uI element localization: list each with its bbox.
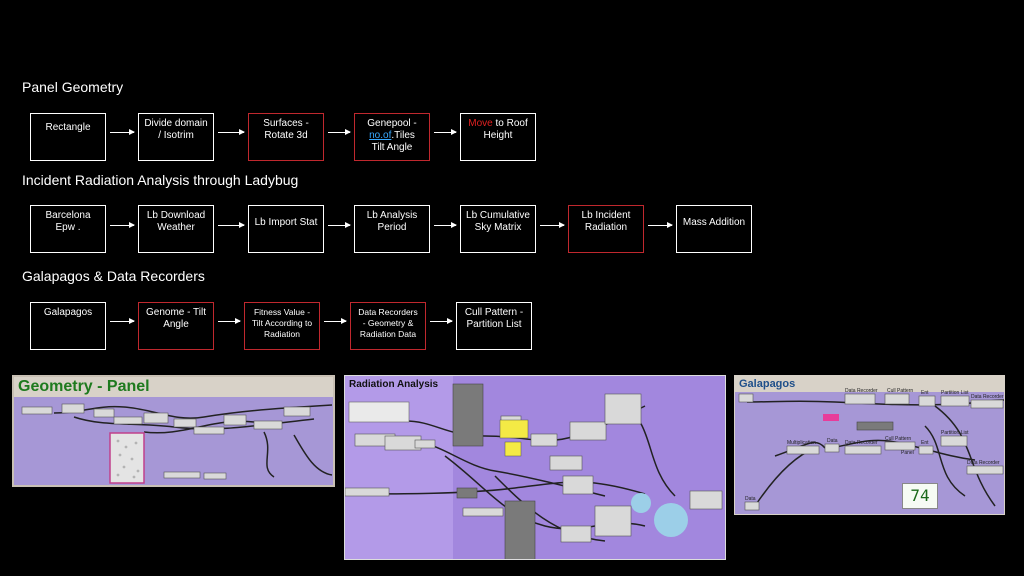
box-surfaces-rotate: Surfaces - Rotate 3d (248, 113, 324, 161)
box-label: Rotate 3d (264, 130, 308, 141)
node-label: Cull Pattern (887, 388, 913, 394)
node-label: Data (827, 438, 838, 444)
flow-arrow (324, 318, 347, 324)
box-mass-addition: Mass Addition (676, 205, 752, 253)
flow-arrow (648, 222, 673, 228)
flow-arrow (110, 318, 135, 324)
box-label: Data Recorders (358, 307, 418, 317)
box-label: Genome - Tilt (145, 307, 207, 318)
box-galapagos: Galapagos (30, 302, 106, 350)
panel-counter-value: 74 (902, 483, 938, 509)
grasshopper-canvas-geometry (21, 403, 333, 484)
flow-arrow (434, 222, 457, 228)
box-divide-domain: Divide domain / Isotrim (138, 113, 214, 161)
box-label: Weather (157, 222, 195, 233)
node-label: Ent (921, 390, 929, 396)
box-label-highlight: Move (468, 118, 493, 129)
box-label: Lb Cumulative (466, 210, 530, 221)
box-barcelona-epw: Barcelona Epw . (30, 205, 106, 253)
box-lb-import-stat: Lb Import Stat (248, 205, 324, 253)
box-label: Galapagos (43, 307, 93, 318)
flow-arrow (218, 222, 245, 228)
box-label: Lb Incident (581, 210, 631, 221)
section-title-galapagos: Galapagos & Data Recorders (22, 268, 205, 284)
flow-arrow (218, 318, 241, 324)
box-lb-cumulative-sky: Lb Cumulative Sky Matrix (460, 205, 536, 253)
box-label: Lb Analysis (366, 210, 418, 221)
box-cull-pattern: Cull Pattern - Partition List (456, 302, 532, 350)
node-label: Partition List (941, 430, 969, 436)
box-label: Cull Pattern - (464, 307, 524, 318)
box-label: Mass Addition (682, 217, 746, 228)
section-title-panel-geometry: Panel Geometry (22, 79, 124, 95)
section-title-incident-radiation: Incident Radiation Analysis through Lady… (22, 172, 299, 188)
grasshopper-canvas-radiation (345, 383, 723, 559)
flow-arrow (434, 129, 457, 135)
box-label: Tilt Angle (371, 142, 413, 153)
box-label: Period (377, 222, 407, 233)
screenshot-radiation-analysis: Radiation Analysis (344, 375, 726, 560)
node-label: Data (745, 496, 756, 502)
flow-arrow (540, 222, 565, 228)
node-label: Cull Pattern (885, 436, 911, 442)
box-label: Angle (163, 319, 189, 330)
node-label: Ent (921, 440, 929, 446)
box-label: Height (483, 130, 513, 141)
flow-arrow (218, 129, 245, 135)
box-label: - Geometry & (362, 318, 414, 328)
flow-arrow (110, 129, 135, 135)
box-label: Surfaces - (263, 118, 309, 129)
box-label: to Roof (492, 118, 528, 129)
screenshot-geometry-panel: Geometry - Panel (12, 375, 335, 487)
box-label: Lb Import Stat (254, 217, 318, 228)
box-lb-download-weather: Lb Download Weather (138, 205, 214, 253)
node-label: Partition List (941, 390, 969, 396)
box-fitness-value: Fitness Value - Tilt According to Radiat… (244, 302, 320, 350)
box-label: Rectangle (45, 122, 91, 133)
box-label: Radiation (584, 222, 628, 233)
box-rectangle: Rectangle (30, 113, 106, 161)
box-label: Lb Download (146, 210, 206, 221)
box-genepool: Genepool - no.of.Tiles Tilt Angle (354, 113, 430, 161)
box-lb-analysis-period: Lb Analysis Period (354, 205, 430, 253)
flow-arrow (328, 129, 351, 135)
box-lb-incident-radiation: Lb Incident Radiation (568, 205, 644, 253)
box-label-link: no.of (369, 130, 392, 141)
box-label: / Isotrim (158, 130, 194, 141)
box-label: Divide domain (144, 118, 208, 129)
flow-arrow (430, 318, 453, 324)
box-label: Epw . (55, 222, 81, 233)
box-label: Sky Matrix (474, 222, 522, 233)
screenshot-title: Galapagos (739, 378, 796, 390)
box-move-to-roof: Move to Roof Height (460, 113, 536, 161)
preview-panel (109, 432, 145, 484)
node-label: Panel (901, 450, 914, 456)
screenshot-title: Geometry - Panel (18, 378, 150, 395)
node-label: Data Recorder (845, 440, 878, 446)
screenshot-title: Radiation Analysis (349, 379, 439, 390)
box-label: .Tiles (391, 130, 415, 141)
node-label: Multiplication (787, 440, 816, 446)
node-label: Data Recorder (971, 394, 1004, 400)
box-label: Radiation (264, 329, 300, 339)
box-label: Radiation Data (359, 329, 417, 339)
box-data-recorders: Data Recorders - Geometry & Radiation Da… (350, 302, 426, 350)
node-label: Data Recorder (845, 388, 878, 394)
box-genome-tilt-angle: Genome - Tilt Angle (138, 302, 214, 350)
node-label: Data Recorder (967, 460, 1000, 466)
flow-arrow (328, 222, 351, 228)
box-label: Tilt According to (251, 318, 313, 328)
flow-arrow (110, 222, 135, 228)
box-label: Fitness Value - (253, 307, 311, 317)
box-label: Genepool - (367, 118, 417, 129)
box-label: Barcelona (45, 210, 91, 221)
box-label: Partition List (466, 319, 522, 330)
